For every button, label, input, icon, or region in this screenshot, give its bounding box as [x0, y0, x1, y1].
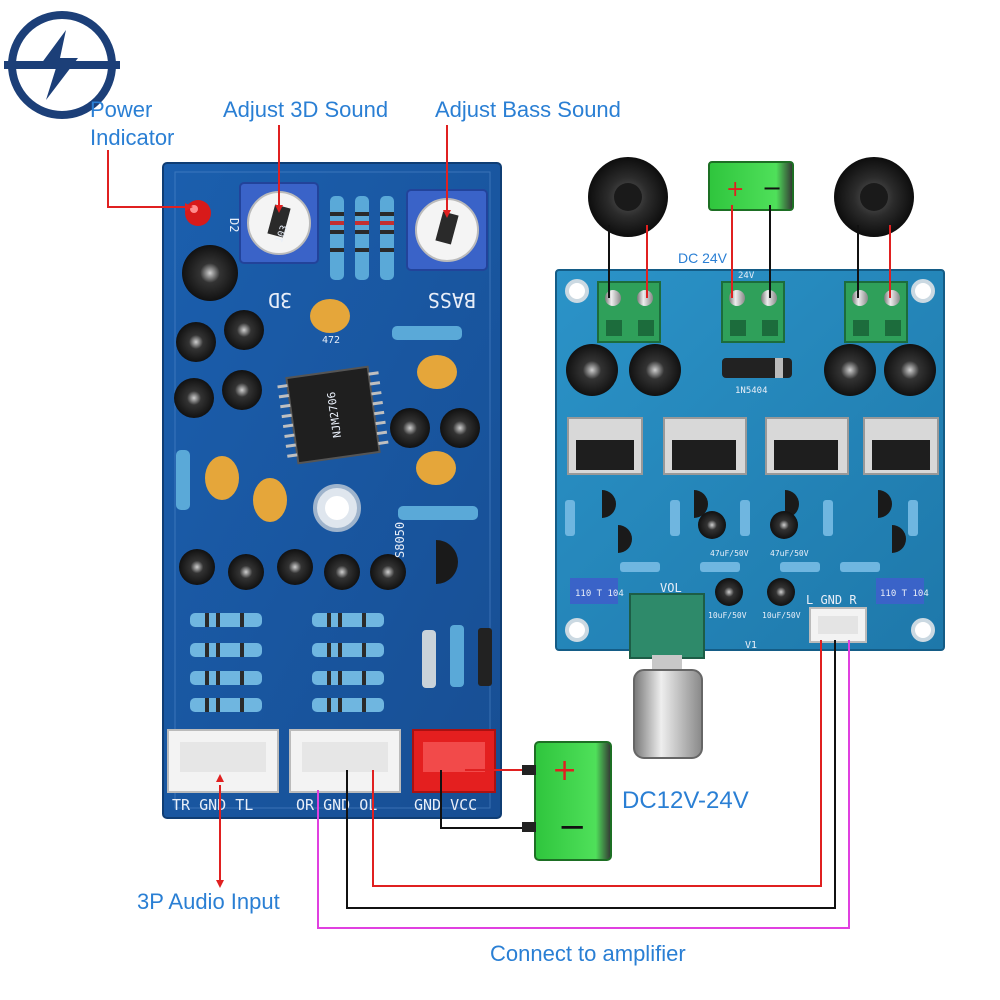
audio-output-connector[interactable]: [289, 729, 401, 793]
battery-plus-symbol-2: +: [552, 753, 577, 788]
pot-3d-label: 3D: [268, 288, 292, 312]
pot-bass-label: BASS: [428, 288, 476, 312]
power-indicator-line2: Indicator: [90, 125, 175, 150]
cap-left-label: 47uF/50V: [710, 549, 749, 558]
audio-input-connector[interactable]: [167, 729, 279, 793]
trim-pot-left[interactable]: [570, 578, 618, 604]
power-led: [185, 200, 211, 226]
power-terminal[interactable]: [721, 281, 785, 343]
cap-small-left-label: 10uF/50V: [708, 611, 747, 620]
diode-label: 1N5404: [735, 386, 768, 396]
trim-pot-right[interactable]: [876, 578, 924, 604]
adjust-3d-label: Adjust 3D Sound: [223, 97, 389, 122]
transistor: [436, 540, 458, 584]
trim-right-label: 110 T 104: [880, 589, 929, 599]
battery-plus-symbol: +: [726, 177, 744, 202]
rectifier-diode: [722, 358, 792, 378]
diode: [478, 628, 492, 686]
brand-logo: [4, 11, 120, 119]
electrolytic-capacitor: [182, 245, 238, 301]
speaker-left: [588, 157, 668, 237]
diode: [422, 630, 436, 688]
speaker-terminal-right[interactable]: [844, 281, 908, 343]
ceramic-capacitor: [416, 451, 456, 485]
output-pins-label: OR GND OL: [296, 796, 377, 814]
led-ref-label: D2: [227, 218, 241, 232]
cap-small-right-label: 10uF/50V: [762, 611, 801, 620]
capacitor-row: [179, 549, 406, 590]
amp-input-pins-label: L GND R: [806, 593, 857, 607]
power-pins-label: GND VCC: [414, 796, 477, 814]
trim-left-label: 110 T 104: [575, 589, 624, 599]
ceramic-capacitor: [417, 355, 457, 389]
pot-3d[interactable]: [239, 182, 319, 264]
volume-knob[interactable]: [629, 593, 705, 759]
ceramic-capacitor: [205, 456, 239, 500]
battery-amp-supply: + −: [708, 161, 794, 211]
v1-label: V1: [745, 640, 757, 651]
cap-label: 472: [322, 335, 340, 346]
vol-label: VOL: [660, 581, 682, 595]
connect-amplifier-label: Connect to amplifier: [490, 941, 686, 966]
battery-minus-symbol: −: [762, 174, 782, 202]
input-pins-label: TR GND TL: [172, 796, 253, 814]
ic-chip: NJM2706: [277, 365, 389, 465]
amp-input-connector[interactable]: [809, 607, 867, 643]
audio-input-label: 3P Audio Input: [137, 889, 280, 914]
power-supply-label: DC12V-24V: [622, 787, 749, 814]
pot-bass[interactable]: [406, 189, 488, 271]
ceramic-capacitor: [253, 478, 287, 522]
supply-silk-label: 24V: [738, 271, 755, 281]
transistor-label: S8050: [393, 522, 407, 558]
speaker-terminal-left[interactable]: [597, 281, 661, 343]
amp-supply-label: DC 24V: [678, 250, 728, 266]
amplifier-board: 1N5404: [555, 269, 945, 759]
tone-board: NJM2706: [162, 162, 502, 819]
battery-tone-supply: + −: [522, 741, 612, 861]
resistors-top: [330, 196, 394, 280]
chip-label: NJM2706: [325, 391, 344, 439]
power-indicator-label: Power Indicator: [90, 96, 174, 152]
power-connector[interactable]: [412, 729, 496, 793]
battery-minus-symbol-2: −: [558, 807, 587, 847]
power-indicator-line1: Power: [90, 97, 153, 122]
ceramic-capacitor: [310, 299, 350, 333]
heatsinks: [567, 417, 939, 475]
speaker-right: [834, 157, 914, 237]
wires: [107, 125, 891, 929]
adjust-bass-label: Adjust Bass Sound: [435, 97, 621, 122]
cap-right-label: 47uF/50V: [770, 549, 809, 558]
